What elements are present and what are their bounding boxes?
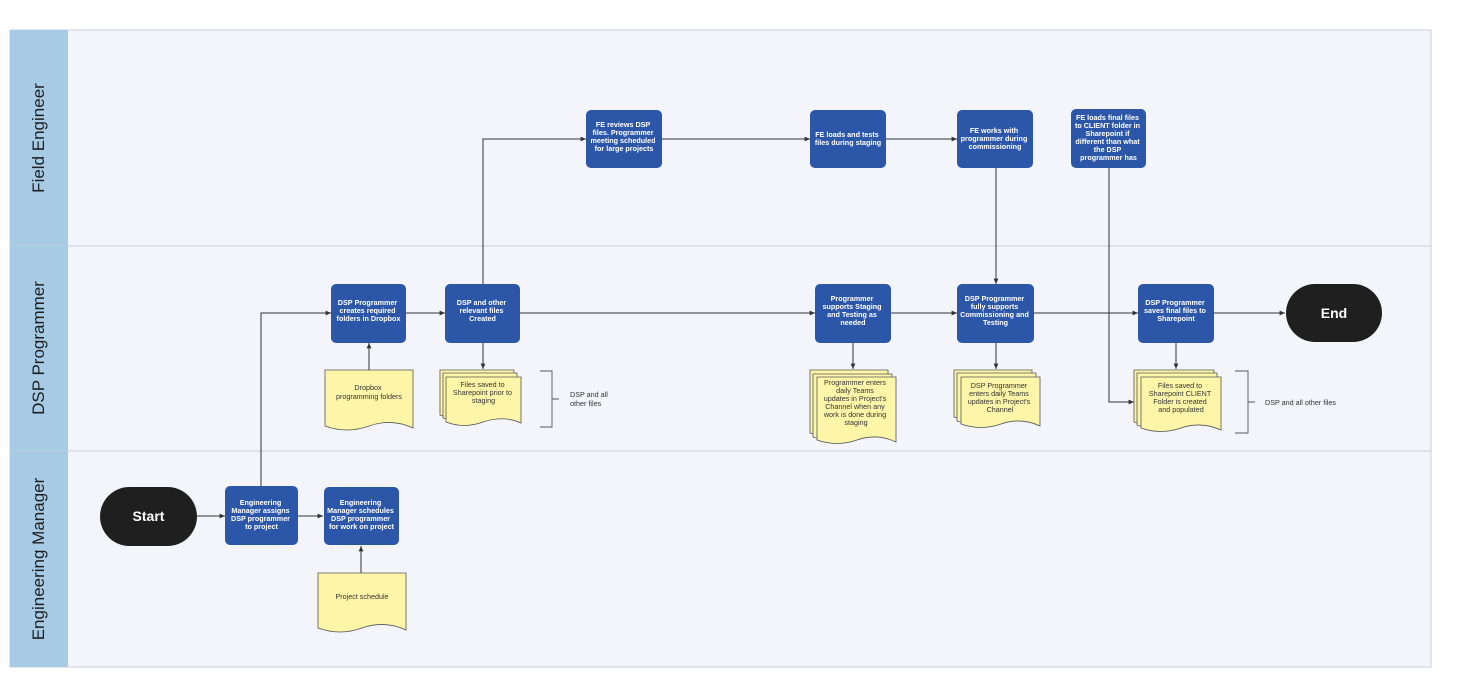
connectors [197,136,1285,573]
document-label: Files saved to Sharepoint CLIENT Folder … [1149,381,1213,414]
brace [1235,370,1255,434]
connector-assign-to-create-folders [260,310,331,486]
document-label: Files saved to Sharepoint prior to stagi… [453,380,514,405]
annotation-label: DSP and all other files [1265,398,1336,407]
lane-field-engineer: Field Engineer [9,29,1432,247]
start-terminal[interactable]: Start [100,487,197,546]
process-label: Engineering Manager schedules DSP progra… [327,498,396,531]
brace [540,370,559,428]
doc-prog-enters-updates: Programmer enters daily Teams updates in… [809,369,897,444]
lane-label-dsp-programmer: DSP Programmer [29,281,48,415]
end-terminal[interactable]: End [1286,284,1382,342]
process-label: FE loads final files to CLIENT folder in… [1075,113,1142,162]
lane-engineering-manager: Engineering Manager [9,450,1432,668]
process-dsp-saves-final[interactable]: DSP Programmer saves final files to Shar… [1138,284,1214,343]
process-em-schedules[interactable]: Engineering Manager schedules DSP progra… [324,487,399,545]
lane-label-field-engineer: Field Engineer [29,83,48,193]
process-dsp-files-created[interactable]: DSP and other relevant files Created [445,284,520,343]
annotation-dsp-other-files-1: DSP and all other files [540,370,610,428]
lane-label-engineering-manager: Engineering Manager [29,477,48,640]
process-dsp-fully-supports[interactable]: DSP Programmer fully supports Commission… [957,284,1034,343]
end-label: End [1321,305,1347,321]
document-label: Project schedule [335,592,388,601]
process-label: FE loads and tests files during staging [815,130,881,147]
document-label: DSP Programmer enters daily Teams update… [968,381,1033,414]
document-label: Programmer enters daily Teams updates in… [823,378,888,427]
process-prog-supports-staging[interactable]: Programmer supports Staging and Testing … [815,284,891,343]
connector-files-created-to-fe-reviews [482,136,586,284]
process-label: FE works with programmer during commissi… [961,126,1030,151]
process-fe-loads-tests[interactable]: FE loads and tests files during staging [810,110,886,168]
start-label: Start [133,508,165,524]
doc-files-saved-sharepoint: Files saved to Sharepoint prior to stagi… [439,369,522,426]
process-fe-works-with[interactable]: FE works with programmer during commissi… [957,110,1033,168]
doc-project-schedule: Project schedule [317,572,407,633]
process-label: Engineering Manager assigns DSP programm… [231,498,292,531]
process-dsp-creates-folders[interactable]: DSP Programmer creates required folders … [331,284,406,343]
process-label: DSP Programmer saves final files to Shar… [1144,298,1208,323]
connector-fe-loads-final-to-client-doc [1108,168,1134,405]
process-label: FE reviews DSP files. Programmer meeting… [590,120,657,153]
process-fe-loads-final[interactable]: FE loads final files to CLIENT folder in… [1071,109,1146,168]
process-label: DSP Programmer creates required folders … [337,298,401,323]
doc-dropbox-folders: Dropbox programming folders [324,369,414,431]
process-label: DSP Programmer fully supports Commission… [960,294,1031,327]
doc-files-saved-client: Files saved to Sharepoint CLIENT Folder … [1133,369,1222,432]
annotation-label: DSP and all other files [570,390,610,408]
process-em-assigns[interactable]: Engineering Manager assigns DSP programm… [225,486,298,545]
process-label: DSP and other relevant files Created [457,298,508,323]
process-fe-reviews[interactable]: FE reviews DSP files. Programmer meeting… [586,110,662,168]
annotation-dsp-other-files-2: DSP and all other files [1235,370,1336,434]
process-label: Programmer supports Staging and Testing … [822,294,883,327]
document-label: Dropbox programming folders [336,383,402,401]
doc-dsp-enters-updates: DSP Programmer enters daily Teams update… [953,369,1041,428]
